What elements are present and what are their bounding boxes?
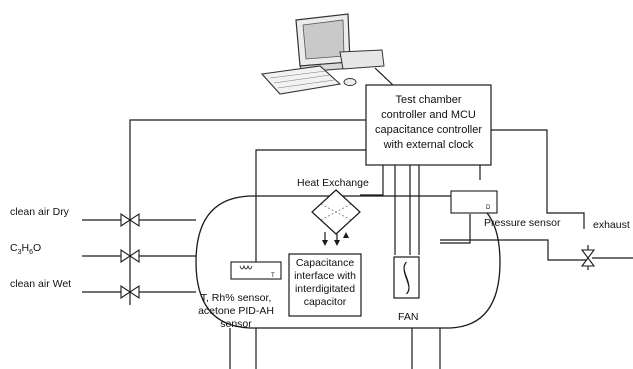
sensor-line-1: T, Rh% sensor, [200,292,272,304]
controller-line-2: controller and MCU [381,109,476,121]
controller-line-3: capacitance controller [374,124,482,136]
capacitance-label: Capacitance interface with interdigitate… [289,257,361,309]
acetone-label: C3H6O [10,242,41,259]
sensor-line-3: sensor [220,318,252,330]
test-chamber [195,195,501,369]
clean-air-dry-label: clean air Dry [10,206,69,218]
sensor-box-icon [230,261,282,280]
controller-box [365,84,492,166]
controller-label: Test chamber controller and MCU capacita… [366,93,491,153]
acetone-sub-2: 6 [29,249,33,257]
heat-exchange-label: Heat Exchange [297,177,369,189]
acetone-c: C [10,242,18,254]
valve-icons [120,212,596,300]
pressure-sensor-label: Pressure sensor [484,217,561,229]
fan-label: FAN [398,311,419,323]
capacitance-line-4: capacitor [303,296,347,308]
capacitance-line-3: interdigitated [294,283,356,295]
controller-line-4: with external clock [383,139,474,151]
sensor-line-2: acetone PID-AH [198,305,274,317]
acetone-o: O [33,242,42,254]
controller-line-1: Test chamber [395,94,462,106]
pressure-sensor-box [450,190,498,214]
exhaust-label: exhaust [593,219,630,231]
heat-exchanger-icon [311,189,361,246]
capacitance-box [288,253,362,317]
sensor-label: T, Rh% sensor, acetone PID-AH sensor [186,292,286,331]
computer-icon [260,13,385,95]
capacitance-line-1: Capacitance [295,257,355,269]
clean-air-wet-label: clean air Wet [10,278,72,290]
capacitance-line-2: interface with [294,270,356,282]
acetone-sub-1: 3 [17,249,22,257]
acetone-h: H [21,242,30,254]
fan-icon [393,256,420,299]
pressure-box-tag: D [486,205,491,211]
sensor-box-tag: T [271,273,275,279]
